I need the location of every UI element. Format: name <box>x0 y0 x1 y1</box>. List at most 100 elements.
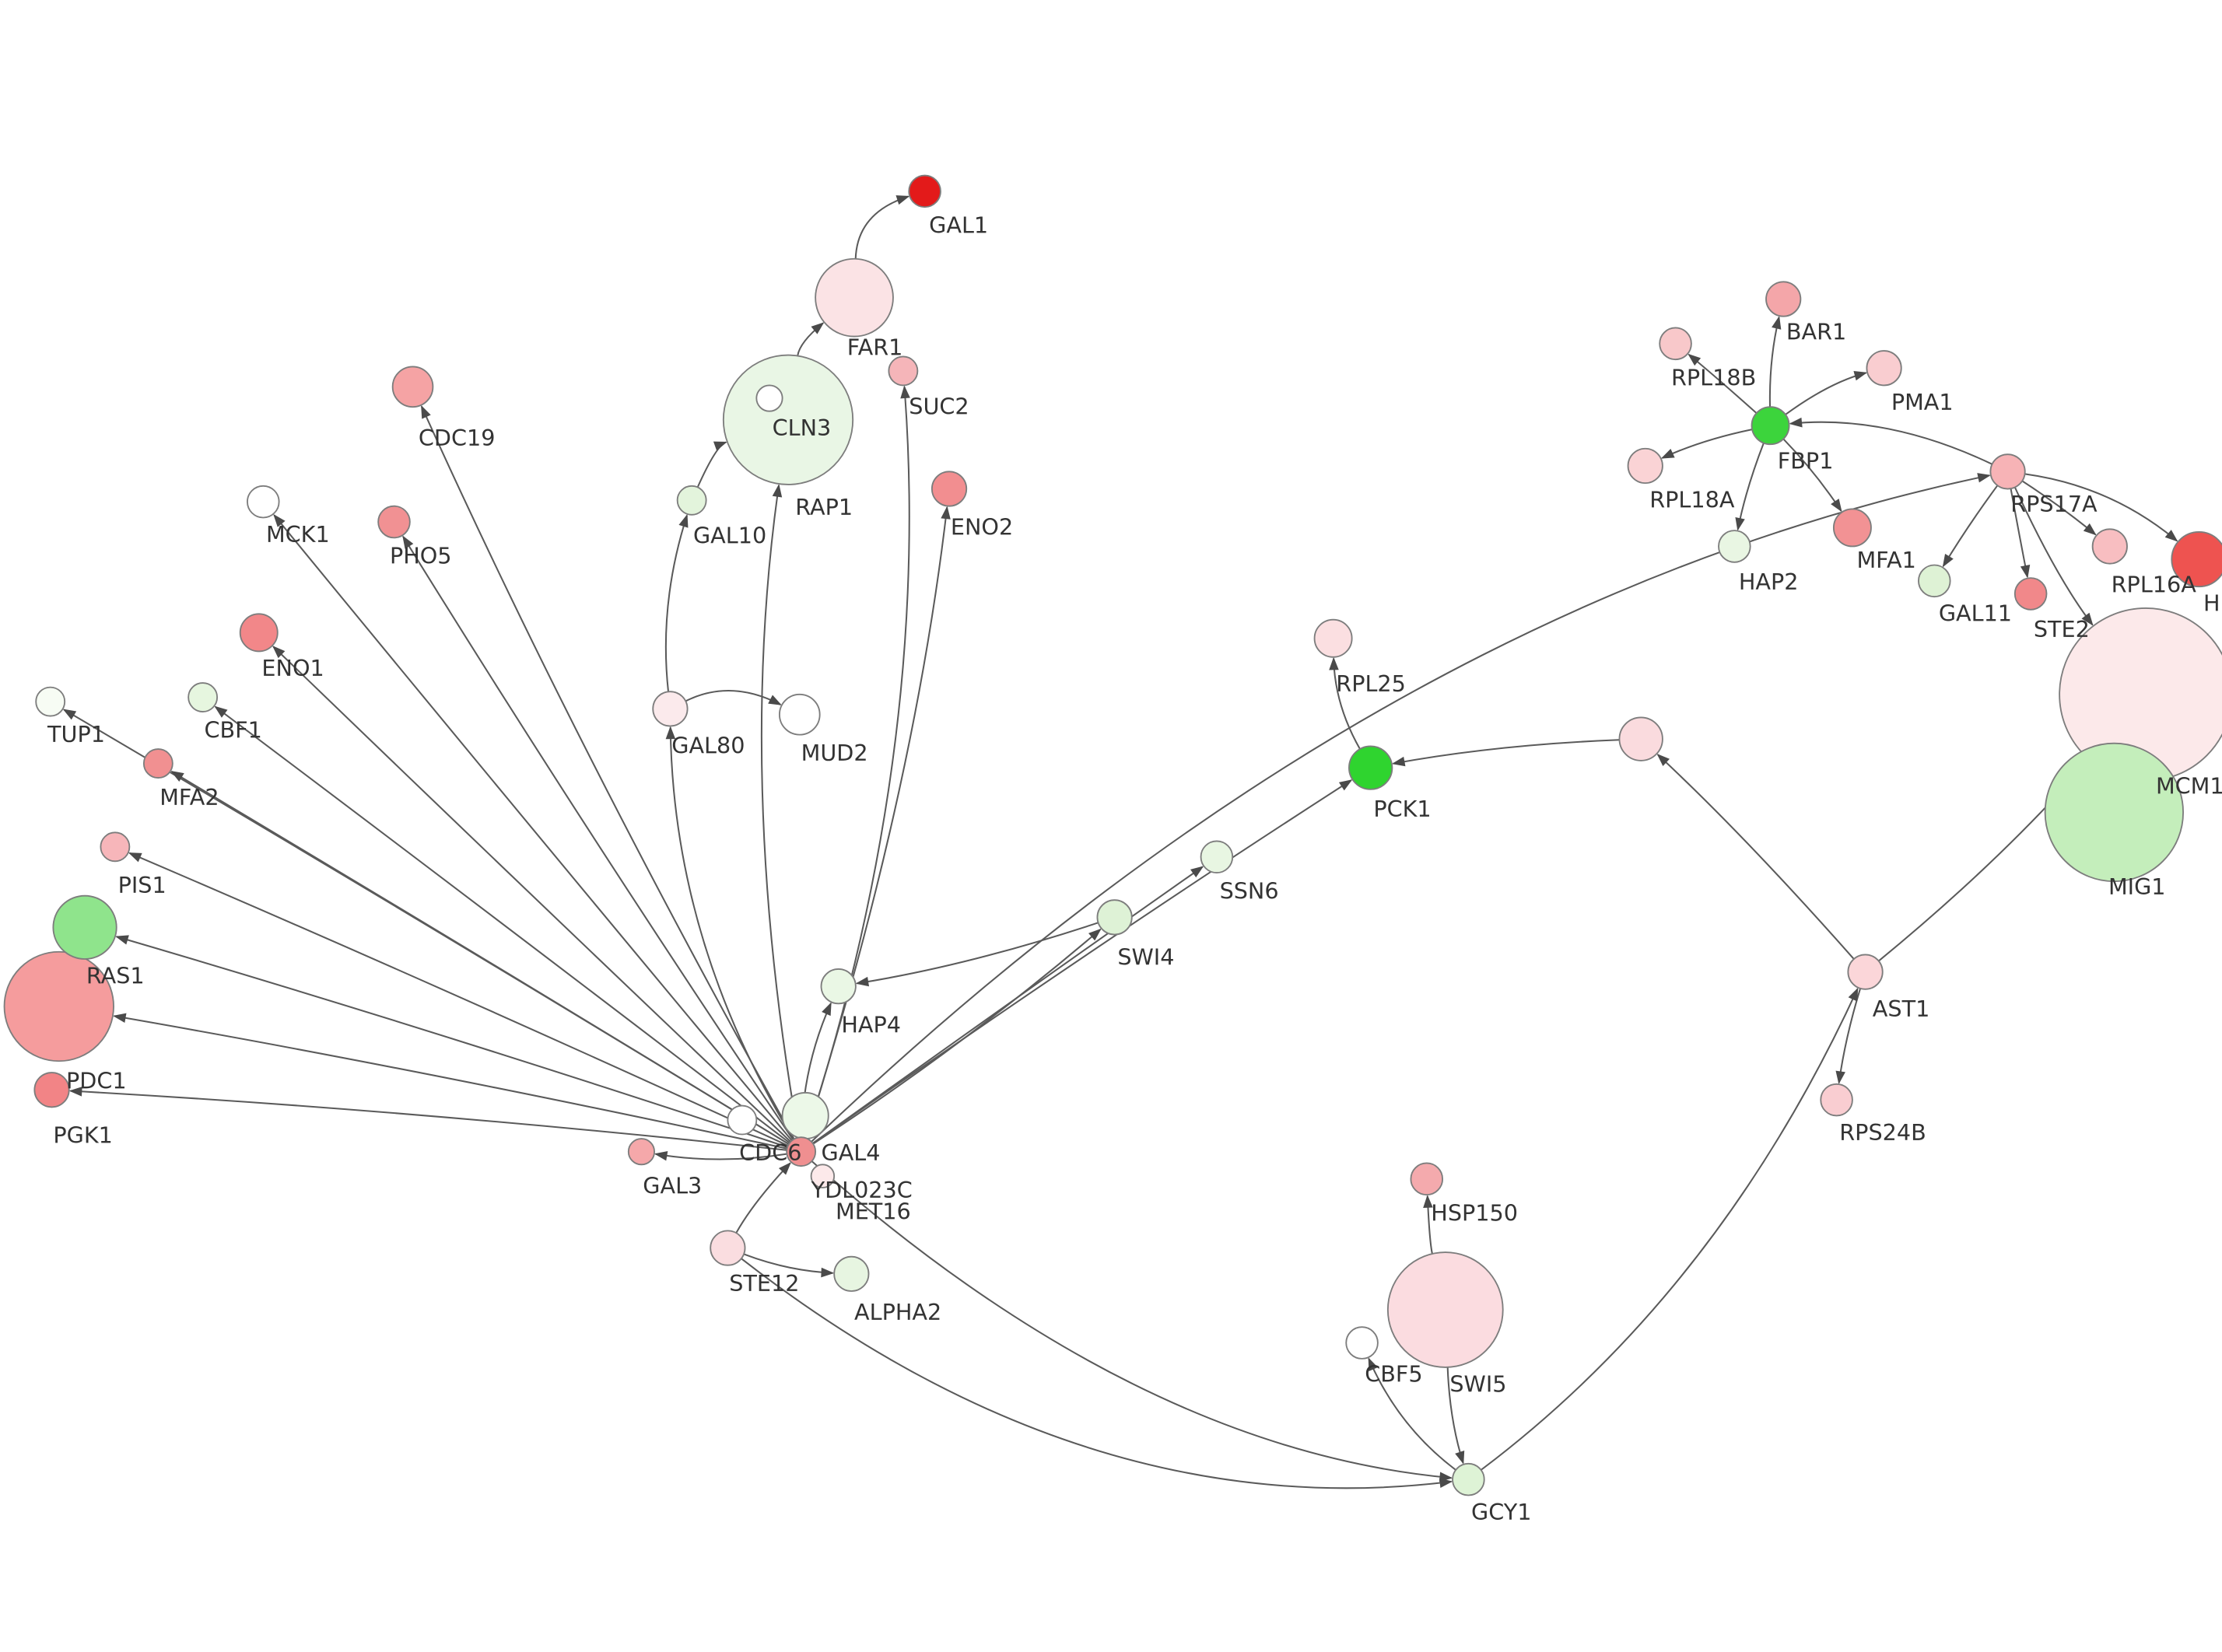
node-rps24b[interactable] <box>1820 1083 1853 1117</box>
edge-gal4-gal3[interactable] <box>655 1153 787 1160</box>
edge-ste12-gcy1[interactable] <box>741 1258 1452 1489</box>
node-mud2[interactable] <box>778 693 821 736</box>
edge-gal80-mud2[interactable] <box>685 690 781 705</box>
node-bar1[interactable] <box>1765 281 1802 317</box>
node-cbf1[interactable] <box>188 682 219 712</box>
edge-rps17a-gal11[interactable] <box>1942 485 1999 567</box>
edge-gal4-rap1[interactable] <box>760 485 800 1138</box>
node-mfa1[interactable] <box>1832 508 1872 548</box>
node-suc2[interactable] <box>888 355 919 387</box>
node-ste12[interactable] <box>710 1230 746 1266</box>
node-rpl18b[interactable] <box>1659 327 1692 361</box>
edge-ste12-gal4[interactable] <box>735 1162 791 1234</box>
node-gal11[interactable] <box>1918 564 1951 598</box>
edge-gcy1-ast1[interactable] <box>1481 989 1859 1471</box>
edge-gal4-pgk1[interactable] <box>70 1090 787 1151</box>
edge-gal4-gcy1[interactable] <box>811 1160 1452 1479</box>
edge-unk1-pck1[interactable] <box>1393 739 1620 765</box>
edge-gal4-suc2[interactable] <box>804 387 910 1139</box>
edge-gal10-rap1[interactable] <box>696 441 727 488</box>
edge-gal4-pis1[interactable] <box>129 852 789 1146</box>
node-pck1[interactable] <box>1348 745 1393 790</box>
node-cln3[interactable] <box>755 384 783 412</box>
node-fbp1[interactable] <box>1751 406 1790 446</box>
node-gal80[interactable] <box>652 691 689 727</box>
node-mig1[interactable] <box>2044 742 2185 883</box>
node-gal4[interactable] <box>786 1136 817 1167</box>
arrowhead-fbp1-rpl18a <box>1660 448 1675 459</box>
node-cbf5[interactable] <box>1345 1326 1379 1360</box>
node-ssn6[interactable] <box>1200 840 1234 874</box>
edge-gal80-gal10[interactable] <box>664 515 688 692</box>
node-cdc6[interactable] <box>727 1104 758 1136</box>
node-swi4[interactable] <box>1096 899 1133 936</box>
edge-ast1-unk1[interactable] <box>1657 754 1855 960</box>
edge-gal4-pdc1[interactable] <box>114 1015 787 1150</box>
node-hap2[interactable] <box>1718 530 1751 563</box>
node-far1[interactable] <box>815 257 894 338</box>
edge-ast1-rps24b[interactable] <box>1838 988 1862 1083</box>
node-ras1[interactable] <box>52 894 117 960</box>
node-met16[interactable] <box>810 1164 836 1188</box>
node-mck1[interactable] <box>247 485 280 519</box>
edge-gal4-mck1[interactable] <box>273 514 793 1142</box>
node-rpl16a[interactable] <box>2091 528 2128 565</box>
edge-gal4-cdc19[interactable] <box>420 406 795 1140</box>
edge-rps17a-fbp1[interactable] <box>1790 421 1992 465</box>
edge-gal4-gal80[interactable] <box>669 727 794 1140</box>
arrowhead-ste12-alpha2 <box>821 1267 835 1278</box>
edge-fbp1-rpl18a[interactable] <box>1662 429 1753 459</box>
edge-gal4-rps17a[interactable] <box>811 474 1990 1143</box>
edge-fbp1-rpl18b[interactable] <box>1688 354 1758 414</box>
edge-gal4-eno1[interactable] <box>272 646 791 1143</box>
edge-gal4-pho5[interactable] <box>402 536 794 1140</box>
node-ydl023c[interactable] <box>781 1091 829 1139</box>
edge-gal4-pck1[interactable] <box>812 779 1352 1144</box>
edge-swi4-hap4[interactable] <box>857 922 1099 985</box>
edge-fbp1-hap2[interactable] <box>1737 443 1765 530</box>
edge-gal4-ras1[interactable] <box>116 936 788 1148</box>
edge-rps17a-his4[interactable] <box>2024 473 2178 542</box>
node-swi5[interactable] <box>1386 1251 1504 1368</box>
edge-gal4-cbf1[interactable] <box>215 705 790 1144</box>
node-ste2[interactable] <box>2013 577 2048 611</box>
edge-far1-gal1[interactable] <box>854 195 909 259</box>
node-gcy1[interactable] <box>1452 1462 1485 1496</box>
node-pdc1[interactable] <box>3 950 114 1062</box>
edge-fbp1-bar1[interactable] <box>1768 317 1780 408</box>
node-eno1[interactable] <box>239 613 279 653</box>
edge-gal4-mfa2[interactable] <box>171 771 790 1145</box>
edge-gal4-eno2[interactable] <box>804 507 948 1139</box>
edge-gcy1-cbf5[interactable] <box>1368 1358 1456 1471</box>
node-pis1[interactable] <box>100 831 131 863</box>
node-pgk1[interactable] <box>33 1072 70 1108</box>
edge-rps17a-ste2[interactable] <box>2010 488 2028 577</box>
node-hap4[interactable] <box>820 968 857 1005</box>
node-ast1[interactable] <box>1847 954 1884 990</box>
node-pma1[interactable] <box>1866 350 1902 387</box>
edge-gal4-tup1[interactable] <box>63 709 790 1145</box>
edge-rps17a-mcm1[interactable] <box>2013 487 2094 625</box>
edge-swi5-gcy1[interactable] <box>1446 1367 1464 1464</box>
node-eno2[interactable] <box>931 471 968 507</box>
node-gal1[interactable] <box>908 174 941 208</box>
node-rap1[interactable] <box>722 354 854 485</box>
node-tup1[interactable] <box>35 686 66 717</box>
node-rpl25[interactable] <box>1313 618 1353 658</box>
node-gal3[interactable] <box>627 1138 656 1166</box>
node-hsp150[interactable] <box>1410 1162 1444 1196</box>
edge-fbp1-mfa1[interactable] <box>1782 438 1842 512</box>
node-alpha2[interactable] <box>833 1255 870 1292</box>
node-rpl18a[interactable] <box>1627 447 1663 485</box>
node-mfa2[interactable] <box>142 748 173 779</box>
edge-gal4-ssn6[interactable] <box>812 866 1204 1144</box>
node-unk1[interactable] <box>1618 716 1663 761</box>
node-his4[interactable] <box>2171 531 2222 588</box>
node-gal10[interactable] <box>676 485 707 516</box>
edge-fbp1-pma1[interactable] <box>1785 372 1866 415</box>
node-pho5[interactable] <box>377 505 411 539</box>
node-rps17a[interactable] <box>1989 453 2026 490</box>
node-cdc19[interactable] <box>391 366 434 408</box>
